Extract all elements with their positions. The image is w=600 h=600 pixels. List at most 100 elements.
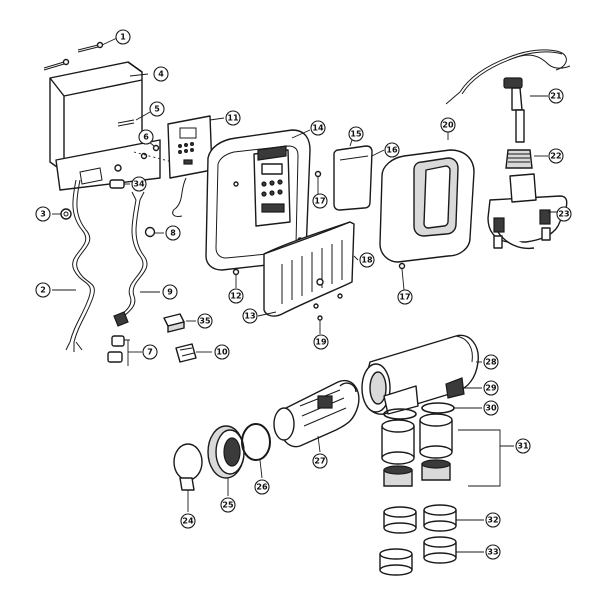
part-15-cover	[333, 139, 373, 211]
callout-label: 25	[222, 501, 234, 510]
part-25-union-nut	[207, 425, 245, 496]
callout-33: 33	[485, 544, 501, 560]
callout-label: 21	[550, 92, 562, 101]
callout-14: 14	[310, 120, 326, 136]
callout-17-bottom: 17	[397, 289, 413, 305]
part-11-circuit-board	[167, 115, 225, 217]
callout-label: 4	[158, 70, 164, 79]
part-4-control-box	[49, 61, 161, 191]
part-22-fitting	[505, 149, 548, 169]
part-26-o-ring	[241, 423, 271, 479]
callout-8: 8	[165, 225, 181, 241]
part-14-front-panel	[205, 129, 311, 271]
part-19-screws	[313, 293, 343, 334]
callout-label: 8	[170, 229, 176, 238]
callout-label: 28	[485, 358, 497, 367]
callout-23: 23	[556, 206, 572, 222]
part-3-nut	[52, 208, 72, 220]
callout-label: 2	[40, 286, 46, 295]
callout-label: 6	[143, 133, 149, 142]
callout-4: 4	[153, 66, 169, 82]
callout-3: 3	[35, 206, 51, 222]
callout-21: 21	[548, 88, 564, 104]
callout-label: 22	[550, 152, 561, 161]
callout-label: 17	[399, 293, 410, 302]
callout-label: 11	[227, 114, 239, 123]
callout-29: 29	[483, 380, 499, 396]
callout-34: 34	[131, 176, 147, 192]
part-28-housing	[361, 334, 482, 415]
part-27-electrolytic-cell	[273, 379, 360, 453]
part-2-power-cable	[52, 179, 95, 352]
callout-label: 20	[442, 121, 454, 130]
callout-label: 15	[350, 130, 362, 139]
part-1-screws	[43, 37, 118, 71]
callout-label: 17	[314, 197, 325, 206]
callout-10: 10	[214, 344, 230, 360]
callout-label: 14	[312, 124, 324, 133]
callout-label: 27	[314, 457, 325, 466]
callout-label: 16	[386, 146, 398, 155]
callout-label: 32	[487, 516, 498, 525]
callout-label: 33	[487, 548, 498, 557]
callout-26: 26	[254, 479, 270, 495]
part-17-screw-bottom	[398, 262, 406, 291]
callout-label: 29	[485, 384, 497, 393]
callout-11: 11	[225, 110, 241, 126]
part-12-screw	[232, 268, 240, 288]
part-33-reducer	[379, 536, 484, 576]
part-9-cable	[113, 191, 160, 327]
part-7-terminals	[107, 335, 142, 366]
callout-numbers: 1 2 3 4 5 6 7 8 9 10 11 12 13 14 15 16 1…	[35, 29, 572, 560]
part-34-connector	[109, 179, 130, 189]
callout-35: 35	[197, 313, 213, 329]
part-16-large-cover	[371, 149, 475, 263]
part-32-reducer	[383, 504, 484, 534]
callout-label: 18	[361, 256, 373, 265]
part-35-block	[163, 313, 196, 333]
callout-15: 15	[348, 126, 364, 142]
callout-1: 1	[115, 29, 131, 45]
callout-31: 31	[515, 438, 531, 454]
callout-label: 35	[199, 317, 211, 326]
callout-30: 30	[483, 400, 499, 416]
callout-label: 24	[182, 517, 194, 526]
part-21-probe	[515, 95, 548, 143]
callout-27: 27	[312, 453, 328, 469]
callout-label: 26	[256, 483, 268, 492]
callout-label: 13	[244, 312, 255, 321]
callout-label: 9	[167, 288, 173, 297]
callout-24: 24	[180, 513, 196, 529]
part-30-o-rings	[383, 402, 482, 420]
callout-label: 30	[485, 404, 497, 413]
callout-label: 5	[154, 105, 160, 114]
callout-label: 3	[40, 210, 46, 219]
callout-label: 34	[133, 180, 145, 189]
callout-6: 6	[138, 129, 154, 145]
part-18-bottom-cover	[257, 221, 359, 317]
callout-22: 22	[548, 148, 564, 164]
part-10-plug	[175, 343, 212, 363]
callout-label: 19	[315, 338, 327, 347]
callout-12: 12	[228, 288, 244, 304]
callout-13: 13	[242, 308, 258, 324]
callout-label: 7	[147, 348, 153, 357]
callout-20: 20	[440, 117, 456, 133]
part-24-cap	[173, 443, 203, 512]
part-8-nut	[144, 226, 164, 238]
part-29-port	[383, 377, 482, 415]
callout-2: 2	[35, 282, 51, 298]
callout-label: 10	[216, 348, 228, 357]
callout-18: 18	[359, 252, 375, 268]
callout-7: 7	[142, 344, 158, 360]
callout-label: 1	[120, 33, 126, 42]
callout-16: 16	[384, 142, 400, 158]
callout-5: 5	[149, 101, 165, 117]
callout-28: 28	[483, 354, 499, 370]
callout-9: 9	[162, 284, 178, 300]
part-20-sensor-cable	[445, 49, 571, 140]
callout-label: 31	[517, 442, 529, 451]
part-31-unions	[381, 413, 514, 487]
callout-17-top: 17	[312, 193, 328, 209]
